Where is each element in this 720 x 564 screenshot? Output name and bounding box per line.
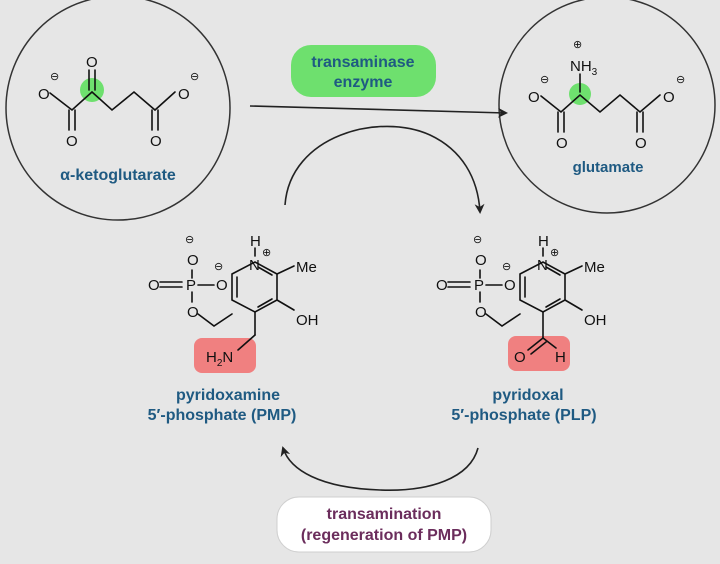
glutamate-chain [540, 93, 661, 114]
hydroxyl-group: OH [584, 312, 607, 329]
hydroxyl-group: OH [296, 312, 319, 329]
methyl-group: Me [584, 259, 605, 276]
ketoglutarate-alpha-carbon-highlight [80, 78, 104, 102]
negative-charge: ⊖ [190, 71, 199, 83]
phosphate-oxygen: O [436, 277, 448, 294]
aldehyde-oxygen: O [514, 349, 526, 366]
phosphate-oxygen: O [216, 277, 228, 294]
carboxylate-oxygen: O [663, 89, 675, 106]
phosphate-oxygen: O [475, 252, 487, 269]
phosphate-oxygen: O [187, 252, 199, 269]
transamination-badge: transamination (regeneration of PMP) [276, 496, 492, 553]
ester-oxygen: O [187, 304, 199, 321]
main-reaction-arrow [249, 105, 508, 118]
negative-charge: ⊖ [676, 74, 685, 86]
negative-charge: ⊖ [50, 71, 59, 83]
carboxylate-oxygen: O [38, 86, 50, 103]
phosphate-oxygen: O [148, 277, 160, 294]
nitrogen-hydrogen: H [250, 233, 261, 250]
pmp-structure: ⊖ O O P O ⊖ O N ⊕ H Me OH H2N pyridoxami… [148, 233, 319, 424]
positive-charge: ⊕ [262, 247, 271, 259]
carboxylate-oxygen: O [635, 135, 647, 152]
plp-structure: ⊖ O O P O ⊖ O N ⊕ H Me OH O H pyridoxal … [436, 233, 607, 424]
positive-charge: ⊕ [573, 39, 582, 51]
phosphate-oxygen: O [504, 277, 516, 294]
negative-charge: ⊖ [473, 234, 482, 246]
enzyme-pill [291, 45, 436, 97]
transamination-label-line2: (regeneration of PMP) [301, 527, 467, 544]
ester-oxygen: O [475, 304, 487, 321]
carboxylate-oxygen: O [528, 89, 540, 106]
phosphorus-atom: P [186, 277, 196, 294]
aldehyde-hydrogen: H [555, 349, 566, 366]
ring-nitrogen: N [537, 257, 548, 274]
negative-charge: ⊖ [214, 261, 223, 273]
methyl-group: Me [296, 259, 317, 276]
enzyme-badge: transaminase enzyme [291, 45, 436, 97]
carboxylate-oxygen: O [150, 133, 162, 150]
glutamate-amine: NH3 [570, 58, 598, 78]
carboxylate-oxygen: O [556, 135, 568, 152]
pmp-amine: H2N [206, 349, 233, 369]
ring-nitrogen: N [249, 257, 260, 274]
pmp-label-line2: 5′-phosphate (PMP) [148, 407, 297, 424]
positive-charge: ⊕ [550, 247, 559, 259]
plp-aldehyde-highlight [508, 336, 570, 371]
glutamate-label: glutamate [573, 159, 644, 176]
ketoglutarate-panel: O O O ⊖ O O ⊖ α-ketoglutarate [5, 0, 231, 221]
plp-label-line1: pyridoxal [492, 387, 563, 404]
carboxylate-oxygen: O [66, 133, 78, 150]
negative-charge: ⊖ [502, 261, 511, 273]
negative-charge: ⊖ [185, 234, 194, 246]
plp-label-line2: 5′-phosphate (PLP) [451, 407, 596, 424]
ketoglutarate-chain [49, 90, 176, 112]
transamination-label-line1: transamination [327, 506, 442, 523]
phosphorus-atom: P [474, 277, 484, 294]
carboxylate-oxygen: O [178, 86, 190, 103]
ketoglutarate-label: α-ketoglutarate [60, 167, 176, 184]
transamination-pill [276, 496, 492, 553]
regeneration-arc-arrow [280, 446, 479, 491]
pmp-label-line1: pyridoxamine [176, 387, 280, 404]
nitrogen-hydrogen: H [538, 233, 549, 250]
ketoglutarate-circle [5, 0, 231, 221]
keto-oxygen: O [86, 54, 98, 71]
glutamate-panel: NH3 ⊕ O O ⊖ O O ⊖ glutamate [498, 0, 716, 214]
enzyme-label-line2: enzyme [334, 74, 393, 91]
enzyme-label-line1: transaminase [311, 54, 414, 71]
coenzyme-arc-arrow [284, 125, 485, 214]
negative-charge: ⊖ [540, 74, 549, 86]
